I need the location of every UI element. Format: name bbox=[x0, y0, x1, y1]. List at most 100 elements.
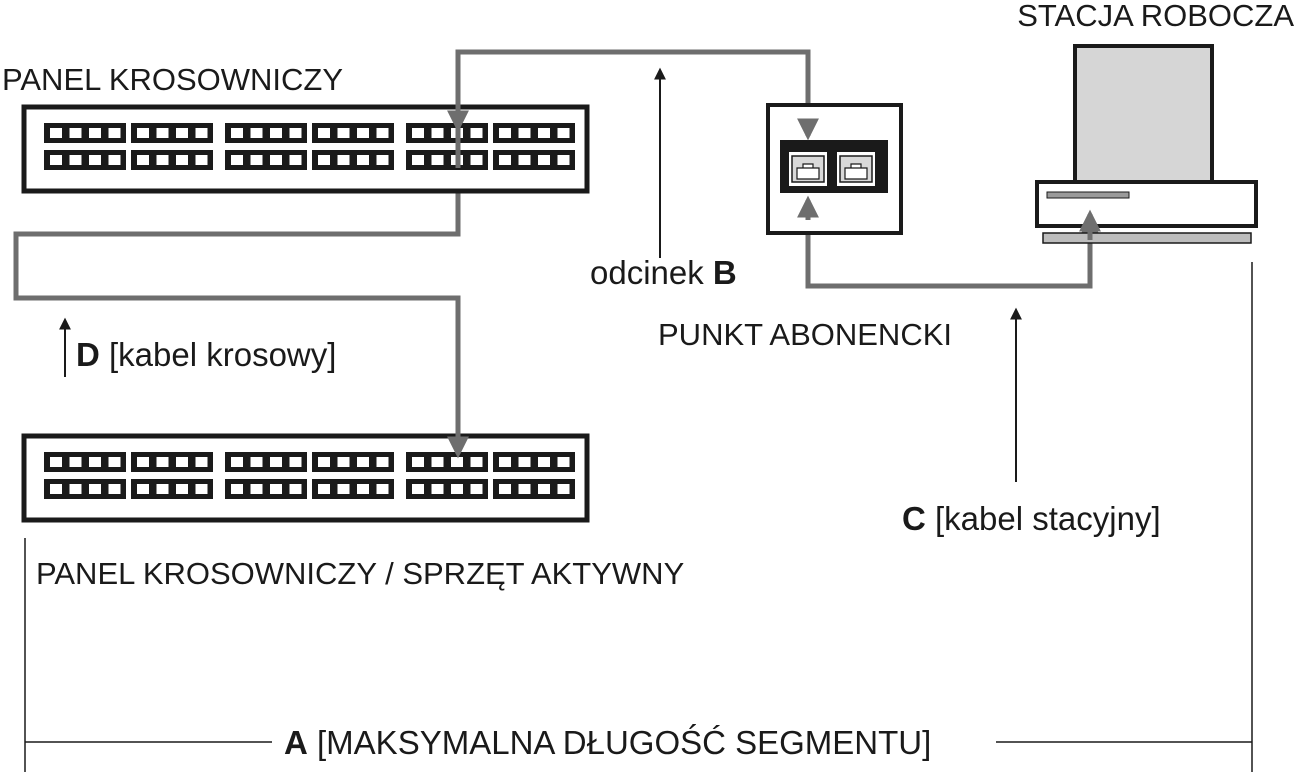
bottom-panel-port bbox=[557, 457, 570, 467]
top-panel-port bbox=[137, 155, 149, 165]
top-panel-port bbox=[499, 128, 511, 138]
top-panel-port bbox=[176, 128, 188, 138]
bottom-panel-port-group bbox=[44, 479, 126, 499]
top-panel-port bbox=[231, 155, 243, 165]
bottom-panel-port bbox=[50, 484, 62, 494]
top-panel-port bbox=[431, 155, 444, 165]
bottom-panel-port bbox=[108, 457, 121, 467]
bottom-panel-frame bbox=[21, 433, 590, 523]
bottom-panel-port-group bbox=[131, 452, 213, 472]
top-panel-port bbox=[156, 155, 169, 165]
top-panel-port bbox=[289, 128, 302, 138]
top-panel-port bbox=[270, 155, 282, 165]
bottom-panel-port bbox=[337, 457, 350, 467]
bottom-panel-port bbox=[538, 457, 550, 467]
cable-c-station-cord bbox=[796, 193, 1093, 289]
bottom-panel-port-group bbox=[225, 479, 307, 499]
segment-b-letter: B bbox=[713, 254, 737, 291]
top-panel-port bbox=[176, 155, 188, 165]
bottom-panel-port bbox=[250, 484, 263, 494]
top-panel-port bbox=[318, 155, 330, 165]
top-panel-port bbox=[557, 155, 570, 165]
top-panel-port bbox=[195, 128, 208, 138]
bottom-panel-port-group bbox=[44, 452, 126, 472]
top-panel-port bbox=[69, 128, 82, 138]
bottom-panel-port bbox=[451, 457, 463, 467]
bottom-panel-port bbox=[470, 457, 483, 467]
cable-c-text: [kabel stacyjny] bbox=[926, 500, 1161, 537]
bottom-panel-port-group bbox=[312, 479, 394, 499]
bottom-panel-port bbox=[289, 457, 302, 467]
top-panel-port-group bbox=[493, 150, 575, 170]
top-panel-port bbox=[431, 128, 444, 138]
bottom-panel-port bbox=[156, 457, 169, 467]
top-panel-port-group bbox=[312, 123, 394, 143]
bottom-panel-port bbox=[270, 484, 282, 494]
top-panel-port bbox=[518, 128, 531, 138]
bottom-panel-port bbox=[451, 484, 463, 494]
bottom-panel-port bbox=[195, 457, 208, 467]
bottom-panel-port bbox=[518, 457, 531, 467]
label-segment-b: odcinek B bbox=[590, 254, 737, 291]
top-panel-port bbox=[156, 128, 169, 138]
top-panel-port-group bbox=[225, 123, 307, 143]
bottom-panel-port bbox=[538, 484, 550, 494]
top-panel-port bbox=[108, 128, 121, 138]
top-panel-port bbox=[50, 128, 62, 138]
bottom-panel-port bbox=[231, 457, 243, 467]
segment-a-text: [MAKSYMALNA DŁUGOŚĆ SEGMENTU] bbox=[308, 723, 931, 761]
top-panel-port bbox=[195, 155, 208, 165]
patch-panel-bottom bbox=[21, 420, 590, 523]
bottom-panel-port bbox=[289, 484, 302, 494]
top-panel-port bbox=[470, 128, 483, 138]
cable-d-text: [kabel krosowy] bbox=[100, 336, 337, 373]
bottom-panel-port bbox=[318, 457, 330, 467]
top-panel-port-group bbox=[312, 150, 394, 170]
bottom-panel-port bbox=[518, 484, 531, 494]
bottom-panel-port bbox=[89, 484, 101, 494]
bottom-panel-port bbox=[137, 484, 149, 494]
top-panel-port bbox=[250, 155, 263, 165]
top-panel-port bbox=[518, 155, 531, 165]
cable-d-letter: D bbox=[76, 336, 100, 373]
label-panel-bottom: PANEL KROSOWNICZY / SPRZĘT AKTYWNY bbox=[36, 556, 684, 591]
top-panel-port-group bbox=[493, 123, 575, 143]
drive-slot bbox=[1046, 191, 1130, 199]
top-panel-port bbox=[357, 128, 369, 138]
bottom-panel-port bbox=[357, 484, 369, 494]
bottom-panel-port-group bbox=[406, 479, 488, 499]
cable-segment-b bbox=[455, 49, 820, 139]
bottom-panel-port bbox=[69, 457, 82, 467]
system-unit bbox=[1035, 180, 1258, 228]
bottom-panel-port bbox=[337, 484, 350, 494]
top-panel-frame bbox=[21, 104, 590, 194]
top-panel-port bbox=[470, 155, 483, 165]
top-panel-port bbox=[376, 128, 389, 138]
bottom-panel-port bbox=[357, 457, 369, 467]
top-panel-port bbox=[270, 128, 282, 138]
segment-a-letter: A bbox=[284, 724, 308, 761]
bottom-panel-port bbox=[250, 457, 263, 467]
top-panel-port bbox=[89, 155, 101, 165]
label-workstation: STACJA ROBOCZA bbox=[1017, 0, 1294, 33]
bottom-panel-port bbox=[195, 484, 208, 494]
bottom-panel-port bbox=[176, 457, 188, 467]
bottom-panel-port bbox=[270, 457, 282, 467]
wall-outlet bbox=[766, 103, 903, 235]
label-cable-d: D [kabel krosowy] bbox=[76, 336, 336, 373]
bottom-panel-port bbox=[50, 457, 62, 467]
top-panel-port-group bbox=[44, 150, 126, 170]
top-panel-port-group bbox=[225, 150, 307, 170]
bottom-panel-port-group bbox=[131, 479, 213, 499]
top-panel-port bbox=[50, 155, 62, 165]
label-outlet: PUNKT ABONENCKI bbox=[658, 317, 952, 352]
monitor bbox=[1073, 44, 1214, 184]
label-segment-a: A [MAKSYMALNA DŁUGOŚĆ SEGMENTU] bbox=[284, 723, 931, 761]
bottom-panel-port bbox=[376, 484, 389, 494]
bottom-panel-port bbox=[231, 484, 243, 494]
keyboard-base bbox=[1042, 232, 1252, 244]
top-panel-port-group bbox=[131, 123, 213, 143]
bottom-panel-port-group bbox=[493, 452, 575, 472]
cable-c-letter: C bbox=[902, 500, 926, 537]
